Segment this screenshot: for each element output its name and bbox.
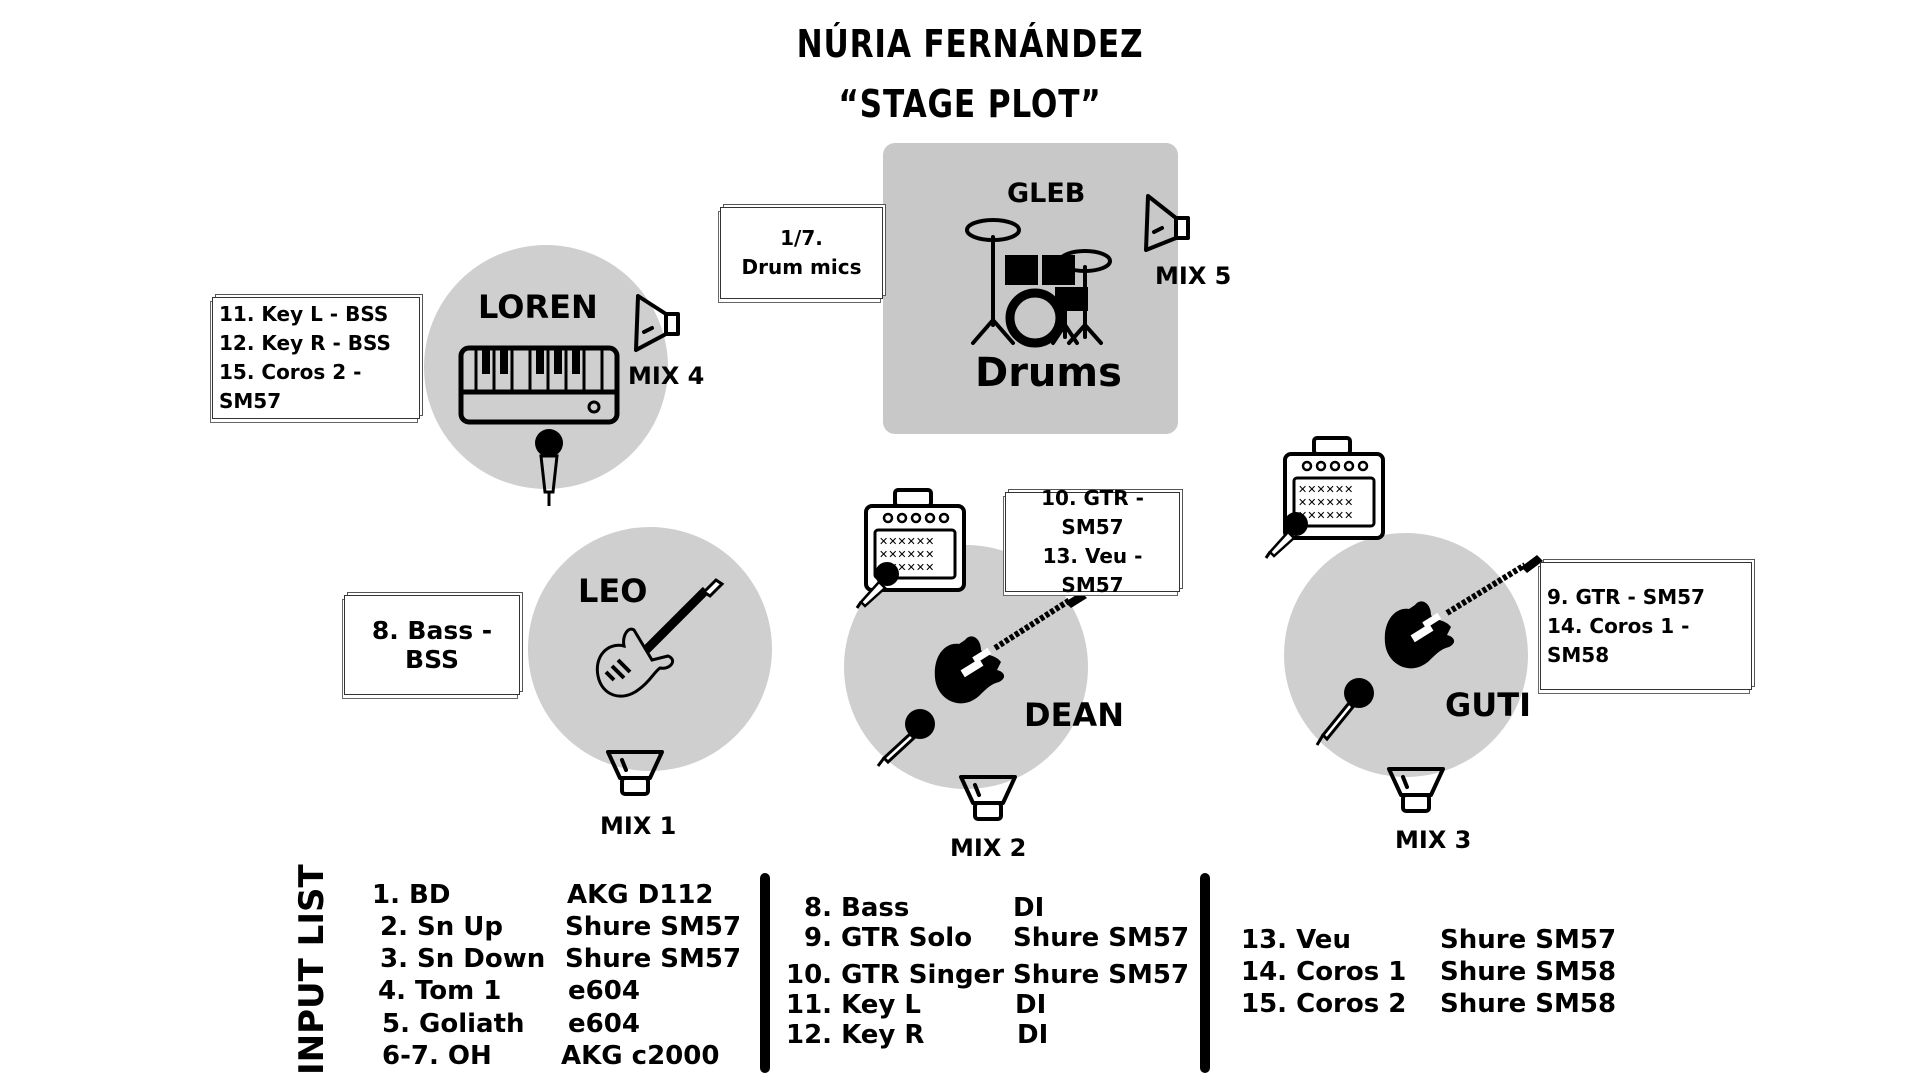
column-divider [1200,873,1210,1073]
input-channel: 12. Key R [786,1020,925,1050]
input-mic: Shure SM57 [565,912,742,942]
svg-text:✕✕✕✕✕✕: ✕✕✕✕✕✕ [1298,509,1353,522]
input-channel: 10. GTR Singer [786,960,1005,990]
title-line-2: “STAGE PLOT” [838,82,1102,126]
musician-name-dean: DEAN [1024,696,1124,734]
note-guti-inputs: 9. GTR - SM57 14. Coros 1 - SM58 [1540,562,1752,690]
note-line: 13. Veu - SM57 [1042,544,1143,597]
microphone-icon [855,562,899,609]
note-line: 8. Bass - BSS [371,616,493,674]
input-channel: 4. Tom 1 [378,976,502,1006]
input-mic: AKG D112 [567,880,714,910]
note-drum-mics: 1/7. Drum mics [720,207,883,299]
monitor-label-mix1: MIX 1 [600,812,677,840]
note-line: 9. GTR - SM57 [1547,584,1705,609]
monitor-label-mix5: MIX 5 [1155,262,1232,290]
monitor-label-mix4: MIX 4 [628,362,705,390]
svg-text:✕✕✕✕✕✕: ✕✕✕✕✕✕ [879,535,934,548]
input-channel: 15. Coros 2 [1241,989,1407,1019]
note-loren-inputs: 11. Key L - BSS 12. Key R - BSS 15. Coro… [212,297,420,419]
monitor-wedge-icon [1387,767,1445,813]
note-line: 11. Key L - BSS [219,302,389,326]
instrument-label-drums: Drums [975,350,1122,396]
input-mic: DI [1017,1020,1049,1050]
electric-guitar-icon [1384,555,1543,669]
input-channel: 5. Goliath [382,1009,525,1039]
input-mic: DI [1015,990,1047,1020]
note-line: 1/7. [780,226,823,250]
microphone-icon [1264,512,1308,559]
input-channel: 1. BD [372,880,451,910]
input-mic: Shure SM58 [1440,989,1617,1019]
monitor-wedge-icon [959,775,1017,821]
monitor-wedge-icon [606,750,664,796]
input-channel: 2. Sn Up [380,912,504,942]
monitor-label-mix2: MIX 2 [950,834,1027,862]
input-mic: AKG c2000 [561,1041,720,1071]
input-channel: 13. Veu [1241,925,1351,955]
electric-guitar-icon [934,592,1087,704]
column-divider [760,873,770,1073]
input-list-label: INPUT LIST [292,864,332,1075]
note-line: 12. Key R - BSS [219,331,391,355]
input-channel: 6-7. OH [382,1041,492,1071]
input-mic: Shure SM57 [1013,960,1190,990]
microphone-icon [876,709,935,767]
bass-guitar-icon [595,578,725,698]
svg-text:✕✕✕✕✕✕: ✕✕✕✕✕✕ [1298,496,1353,509]
microphone-icon [535,429,563,506]
input-channel: 11. Key L [786,990,922,1020]
musician-name-gleb: GLEB [1007,178,1086,209]
drum-kit-icon [965,218,1112,348]
note-leo-inputs: 8. Bass - BSS [344,595,520,695]
note-line: 10. GTR - SM57 [1041,486,1144,539]
svg-text:✕✕✕✕✕✕: ✕✕✕✕✕✕ [1298,483,1353,496]
microphone-icon [1315,678,1374,746]
note-line: Drum mics [741,255,862,279]
input-mic: e604 [568,1009,640,1039]
input-mic: Shure SM57 [1013,923,1190,953]
guitar-amp-icon: ✕✕✕✕✕✕✕✕✕✕✕✕✕✕✕✕✕✕ [1283,436,1385,540]
musician-name-loren: LOREN [478,288,598,326]
note-line: 14. Coros 1 - SM58 [1547,613,1690,667]
keyboard-icon [458,345,620,425]
input-mic: DI [1013,893,1045,923]
input-channel: 9. GTR Solo [804,923,973,953]
input-mic: e604 [568,976,640,1006]
monitor-label-mix3: MIX 3 [1395,826,1472,854]
input-channel: 14. Coros 1 [1241,957,1407,987]
title-line-1: NÚRIA FERNÁNDEZ [796,22,1144,66]
input-mic: Shure SM57 [565,944,742,974]
musician-name-leo: LEO [578,572,648,610]
svg-text:✕✕✕✕✕✕: ✕✕✕✕✕✕ [879,548,934,561]
musician-name-guti: GUTI [1445,686,1531,724]
note-dean-inputs: 10. GTR - SM57 13. Veu - SM57 [1005,486,1180,597]
note-line: 15. Coros 2 - SM57 [219,360,362,413]
input-mic: Shure SM58 [1440,957,1617,987]
input-channel: 3. Sn Down [380,944,546,974]
input-mic: Shure SM57 [1440,925,1617,955]
monitor-wedge-icon [634,294,680,352]
drum-riser [883,143,1178,434]
monitor-wedge-icon [1144,194,1190,252]
input-channel: 8. Bass [804,893,910,923]
